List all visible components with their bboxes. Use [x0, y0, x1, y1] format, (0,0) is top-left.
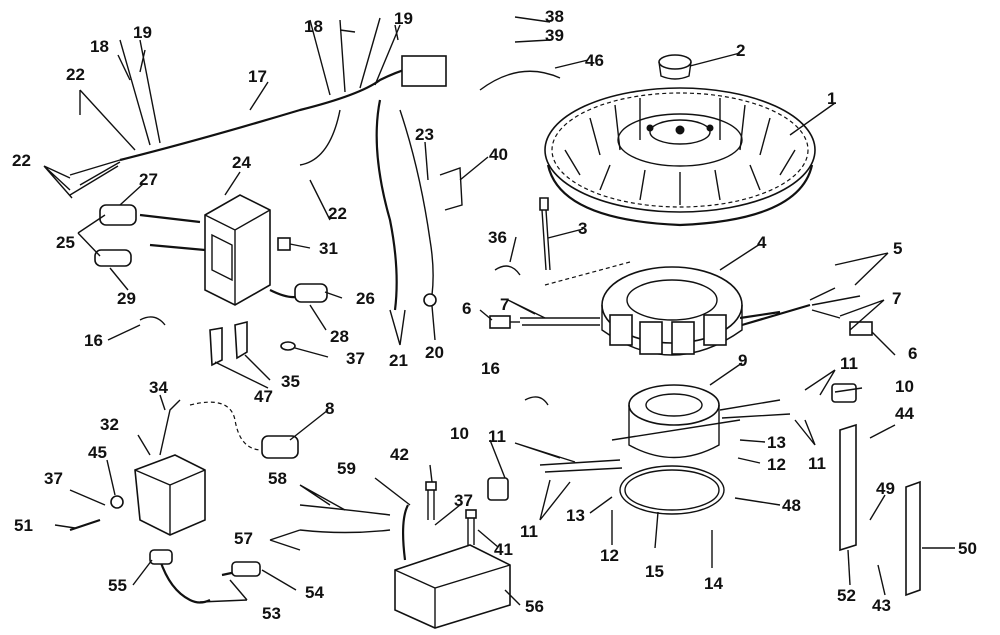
- callout-5: 5: [893, 239, 903, 258]
- callout-7-right: 7: [892, 289, 902, 308]
- callout-21: 21: [389, 351, 408, 370]
- callout-34: 34: [149, 378, 168, 397]
- callout-27: 27: [139, 170, 158, 189]
- callout-47: 47: [254, 387, 273, 406]
- callout-19-top: 19: [394, 9, 413, 28]
- callout-12-right: 12: [767, 455, 786, 474]
- stator-bolt-drawing: [539, 197, 551, 271]
- callout-12-left: 12: [600, 546, 619, 565]
- callout-19-left: 19: [133, 23, 152, 42]
- callout-11-a: 11: [488, 427, 506, 446]
- callout-15: 15: [645, 562, 664, 581]
- callout-55: 55: [108, 576, 127, 595]
- spark-plug-leads-drawing: [149, 549, 261, 604]
- retaining-clips-drawing: [139, 70, 561, 406]
- charge-coil-drawing: [539, 384, 791, 473]
- callout-50: 50: [958, 539, 977, 558]
- callout-18-left: 18: [90, 37, 109, 56]
- callout-32: 32: [100, 415, 119, 434]
- callout-22-top: 22: [66, 65, 85, 84]
- callout-41: 41: [494, 540, 513, 559]
- ring-drawing: [619, 465, 725, 515]
- callout-45: 45: [88, 443, 107, 462]
- callout-17: 17: [248, 67, 267, 86]
- callout-7-left: 7: [500, 295, 510, 314]
- callout-38: 38: [545, 7, 564, 26]
- callout-3: 3: [578, 219, 588, 238]
- terminal-strip-drawing: [839, 423, 921, 597]
- callout-11-b: 11: [520, 522, 538, 541]
- callout-16-left: 16: [84, 331, 103, 350]
- callout-57: 57: [234, 529, 253, 548]
- flywheel-nut-drawing: [658, 54, 692, 80]
- callout-51: 51: [14, 516, 33, 535]
- connector-plugs: [487, 383, 857, 501]
- callout-49: 49: [876, 479, 895, 498]
- flywheel-drawing: [544, 87, 816, 227]
- callout-28: 28: [330, 327, 349, 346]
- callout-48: 48: [782, 496, 801, 515]
- callout-22-left: 22: [12, 151, 31, 170]
- callout-11-c: 11: [840, 354, 858, 373]
- stator-wire-ends-left: [489, 315, 600, 329]
- callout-16-right: 16: [481, 359, 500, 378]
- screw-right-6: [849, 321, 873, 336]
- callout-18-top: 18: [304, 17, 323, 36]
- callout-35: 35: [281, 372, 300, 391]
- wire-harness-drawing: [69, 17, 447, 311]
- callout-4: 4: [757, 233, 767, 252]
- callout-20: 20: [425, 343, 444, 362]
- callout-10-right: 10: [895, 377, 914, 396]
- callout-24: 24: [232, 153, 251, 172]
- callout-37-mid: 37: [454, 491, 473, 510]
- mounting-bolts-drawing: [425, 481, 477, 545]
- callout-40: 40: [489, 145, 508, 164]
- callout-6-left: 6: [462, 299, 472, 318]
- callout-22-center: 22: [328, 204, 347, 223]
- callout-26: 26: [356, 289, 375, 308]
- callout-13-left: 13: [566, 506, 585, 525]
- callout-56: 56: [525, 597, 544, 616]
- callout-36: 36: [488, 228, 507, 247]
- callout-13-right: 13: [767, 433, 786, 452]
- brackets-drawing: [209, 320, 296, 367]
- stator-drawing: [544, 261, 861, 356]
- callout-37-upper: 37: [346, 349, 365, 368]
- callout-59: 59: [337, 459, 356, 478]
- power-pack-drawing: [94, 194, 328, 306]
- callout-25: 25: [56, 233, 75, 252]
- callout-42: 42: [390, 445, 409, 464]
- callout-58: 58: [268, 469, 287, 488]
- callout-37-left: 37: [44, 469, 63, 488]
- callout-43: 43: [872, 596, 891, 615]
- callout-14: 14: [704, 574, 723, 593]
- callout-2: 2: [736, 41, 746, 60]
- callout-23: 23: [415, 125, 434, 144]
- callout-52: 52: [837, 586, 856, 605]
- leader-lines: [43, 16, 955, 606]
- callout-39: 39: [545, 26, 564, 45]
- callout-6-right: 6: [908, 344, 918, 363]
- callout-54: 54: [305, 583, 324, 602]
- callout-44: 44: [895, 404, 914, 423]
- callout-31: 31: [319, 239, 338, 258]
- callout-29: 29: [117, 289, 136, 308]
- callout-10-left: 10: [450, 424, 469, 443]
- callout-11-d: 11: [808, 454, 826, 473]
- callout-1: 1: [827, 89, 837, 108]
- ignition-coil-drawing: [69, 399, 299, 536]
- callout-46: 46: [585, 51, 604, 70]
- control-module-drawing: [299, 504, 511, 629]
- callout-9: 9: [738, 351, 748, 370]
- callout-8: 8: [325, 399, 335, 418]
- callout-53: 53: [262, 604, 281, 623]
